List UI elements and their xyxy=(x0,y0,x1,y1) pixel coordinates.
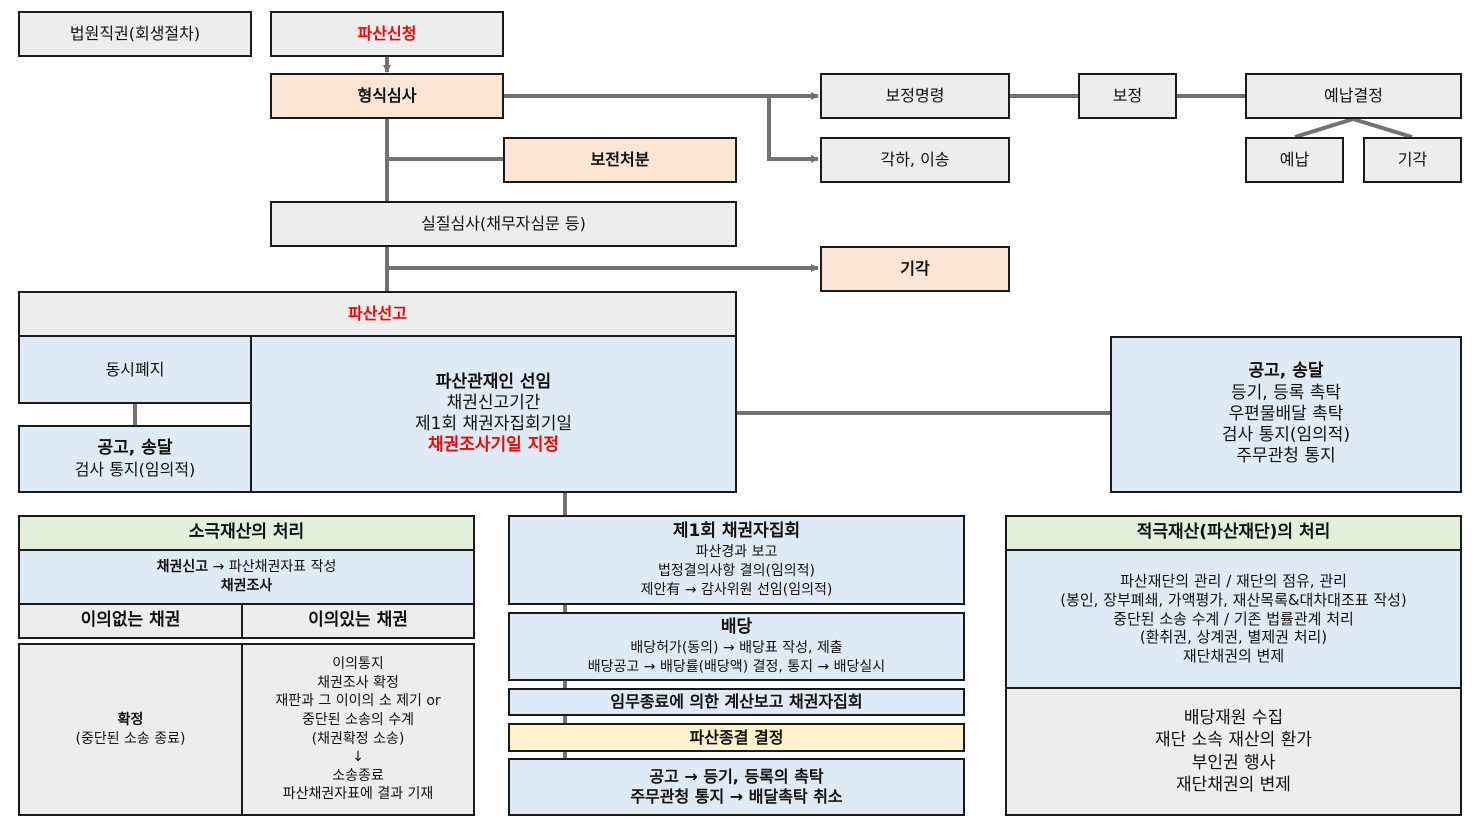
final-meeting-box: 임무종료에 의한 계산보고 채권자집회 xyxy=(508,688,965,716)
prepayment-decision-box: 예납결정 xyxy=(1245,73,1462,119)
formal-review-box: 형식심사 xyxy=(270,73,504,119)
simultaneous-abolition-label: 동시폐지 xyxy=(105,359,165,379)
prepayment-label: 예납 xyxy=(1279,150,1310,169)
right-notice-title: 공고, 송달 xyxy=(1248,361,1324,382)
down-arrow-icon: ↓ xyxy=(352,749,364,766)
objection-line: 재판과 그 이이의 소 제기 or xyxy=(275,693,441,710)
right-notice-box: 공고, 송달 등기, 등록 촉탁 우편물배달 촉탁 검사 통지(임의적) 주무관… xyxy=(1110,336,1462,493)
trustee-line: 제1회 채권자집회기일 xyxy=(415,414,572,434)
prepayment-decision-label: 예납결정 xyxy=(1324,86,1383,105)
claim-filing-rest: → 파산채권자표 작성 xyxy=(212,559,337,576)
formal-to-dismissal-transfer-arrow xyxy=(767,96,819,163)
claim-filing-box: 채권신고 → 파산채권자표 작성 채권조사 xyxy=(18,549,475,605)
court-authority-label: 법원직권(회생절차) xyxy=(69,24,201,43)
preservation-measure-box: 보전처분 xyxy=(503,137,737,183)
objection-header: 이의있는 채권 xyxy=(241,603,475,639)
dismissal-label: 기각 xyxy=(900,259,930,278)
substantive-review-label: 실질심사(채무자심문 등) xyxy=(421,214,586,233)
prepayment-box: 예납 xyxy=(1245,137,1344,183)
prepayment-dismissal-label: 기각 xyxy=(1397,150,1428,169)
active-assets-header: 적극재산(파산재단)의 처리 xyxy=(1005,515,1462,551)
first-meeting-line: 법정결의사항 결의(임의적) xyxy=(657,563,816,580)
active-assets-title: 적극재산(파산재단)의 처리 xyxy=(1136,522,1331,543)
no-objection-header-label: 이의없는 채권 xyxy=(80,610,181,631)
right-notice-line: 검사 통지(임의적) xyxy=(1221,425,1351,446)
collection-line: 재단 소속 재산의 환가 xyxy=(1155,730,1312,751)
objection-header-label: 이의있는 채권 xyxy=(308,610,408,631)
preservation-measure-label: 보전처분 xyxy=(590,150,650,169)
claim-investigation: 채권조사 xyxy=(220,578,273,594)
formal-review-label: 형식심사 xyxy=(357,86,417,105)
first-meeting-line: 파산경과 보고 xyxy=(695,544,778,561)
bankruptcy-petition-box: 파산신청 xyxy=(270,11,504,57)
dividend-collection-box: 배당재원 수집 재단 소속 재산의 환가 부인권 행사 재단채권의 변제 xyxy=(1005,687,1462,816)
correction-order-box: 보정명령 xyxy=(820,73,1010,119)
court-authority-box: 법원직권(회생절차) xyxy=(18,11,252,57)
left-notice-title: 공고, 송달 xyxy=(97,438,173,459)
objection-line: 중단된 소송의 수계 xyxy=(302,711,414,728)
dismissal-transfer-label: 각하, 이송 xyxy=(880,150,950,169)
collection-line: 재단채권의 변제 xyxy=(1176,774,1291,795)
objection-cell: 이의통지 채권조사 확정 재판과 그 이이의 소 제기 or 중단된 소송의 수… xyxy=(241,643,475,816)
left-notice-text: 검사 통지(임의적) xyxy=(74,459,196,479)
right-notice-line: 우편물배달 촉탁 xyxy=(1228,403,1344,424)
bankruptcy-declaration-label: 파산선고 xyxy=(348,304,407,323)
no-objection-header: 이의없는 채권 xyxy=(18,603,243,639)
correction-order-label: 보정명령 xyxy=(885,86,945,105)
prepayment-dismissal-box: 기각 xyxy=(1363,137,1462,183)
no-objection-text: (중단된 소송 종료) xyxy=(75,730,186,747)
dismissal-box: 기각 xyxy=(820,246,1010,292)
no-objection-cell: 확정 (중단된 소송 종료) xyxy=(18,643,243,816)
passive-assets-header: 소극재산의 처리 xyxy=(18,515,475,551)
correction-label: 보정 xyxy=(1112,86,1143,105)
dismissal-transfer-box: 각하, 이송 xyxy=(820,137,1010,183)
management-line: 중단된 소송 수계 / 기존 법률관계 처리 xyxy=(1113,609,1354,628)
management-line: 재단채권의 변제 xyxy=(1182,647,1285,666)
dividend-line: 배당허가(동의) → 배당표 작성, 제출 xyxy=(630,640,843,657)
termination-decision-label: 파산종결 결정 xyxy=(689,727,784,747)
management-line: 파산재단의 관리 / 재단의 점유, 관리 xyxy=(1120,572,1347,591)
prepayment-branch-right xyxy=(1352,117,1413,139)
trustee-appointment-box: 파산관재인 선임 채권신고기간 제1회 채권자집회기일 채권조사기일 지정 xyxy=(250,335,737,493)
estate-management-box: 파산재단의 관리 / 재단의 점유, 관리 (봉인, 장부폐쇄, 가액평가, 재… xyxy=(1005,549,1462,689)
passive-assets-title: 소극재산의 처리 xyxy=(188,522,305,543)
dividend-title: 배당 xyxy=(720,617,753,638)
final-notice-line: 주무관청 통지 → 배달촉탁 취소 xyxy=(630,787,843,806)
collection-line: 배당재원 수집 xyxy=(1183,708,1284,729)
substantive-review-box: 실질심사(채무자심문 등) xyxy=(270,201,737,247)
objection-line: 소송종료 xyxy=(332,767,384,784)
bankruptcy-petition-label: 파산신청 xyxy=(357,24,417,43)
collection-line: 부인권 행사 xyxy=(1191,752,1276,773)
no-objection-title: 확정 xyxy=(117,711,144,728)
first-meeting-title: 제1회 채권자집회 xyxy=(672,521,801,542)
right-notice-line: 주무관청 통지 xyxy=(1236,446,1336,467)
termination-decision-box: 파산종결 결정 xyxy=(508,723,965,752)
bankruptcy-declaration-box: 파산선고 xyxy=(18,291,737,337)
simultaneous-abolition-box: 동시폐지 xyxy=(18,335,252,404)
first-meeting-line: 제안有 → 감사위원 선임(임의적) xyxy=(640,581,833,598)
prepayment-branch-left xyxy=(1294,117,1354,139)
claim-filing-line: 채권신고 → 파산채권자표 작성 xyxy=(157,558,337,577)
trustee-highlight: 채권조사기일 지정 xyxy=(427,435,560,456)
management-line: (환취권, 상계권, 별제권 처리) xyxy=(1139,628,1328,647)
right-notice-line: 등기, 등록 촉탁 xyxy=(1230,382,1342,403)
final-meeting-label: 임무종료에 의한 계산보고 채권자집회 xyxy=(610,692,863,711)
final-notice-box: 공고 → 등기, 등록의 촉탁 주무관청 통지 → 배달촉탁 취소 xyxy=(508,758,965,816)
objection-line: 채권조사 확정 xyxy=(317,674,399,691)
objection-line: (채권확정 소송) xyxy=(311,730,405,747)
objection-line: 이의통지 xyxy=(332,656,384,673)
management-line: (봉인, 장부폐쇄, 가액평가, 재산목록&대차대조표 작성) xyxy=(1060,590,1407,609)
left-notice-box: 공고, 송달 검사 통지(임의적) xyxy=(18,425,252,493)
dividend-line: 배당공고 → 배당률(배당액) 결정, 통지 → 배당실시 xyxy=(587,658,886,675)
trustee-title: 파산관재인 선임 xyxy=(435,371,552,392)
objection-line: 파산채권자표에 결과 기재 xyxy=(282,786,434,803)
final-notice-line: 공고 → 등기, 등록의 촉탁 xyxy=(649,767,824,786)
first-creditors-meeting-box: 제1회 채권자집회 파산경과 보고 법정결의사항 결의(임의적) 제안有 → 감… xyxy=(508,515,965,605)
correction-box: 보정 xyxy=(1078,73,1177,119)
trustee-line: 채권신고기간 xyxy=(446,392,541,413)
dividend-box: 배당 배당허가(동의) → 배당표 작성, 제출 배당공고 → 배당률(배당액)… xyxy=(508,612,965,681)
claim-filing-bold: 채권신고 xyxy=(156,559,209,576)
